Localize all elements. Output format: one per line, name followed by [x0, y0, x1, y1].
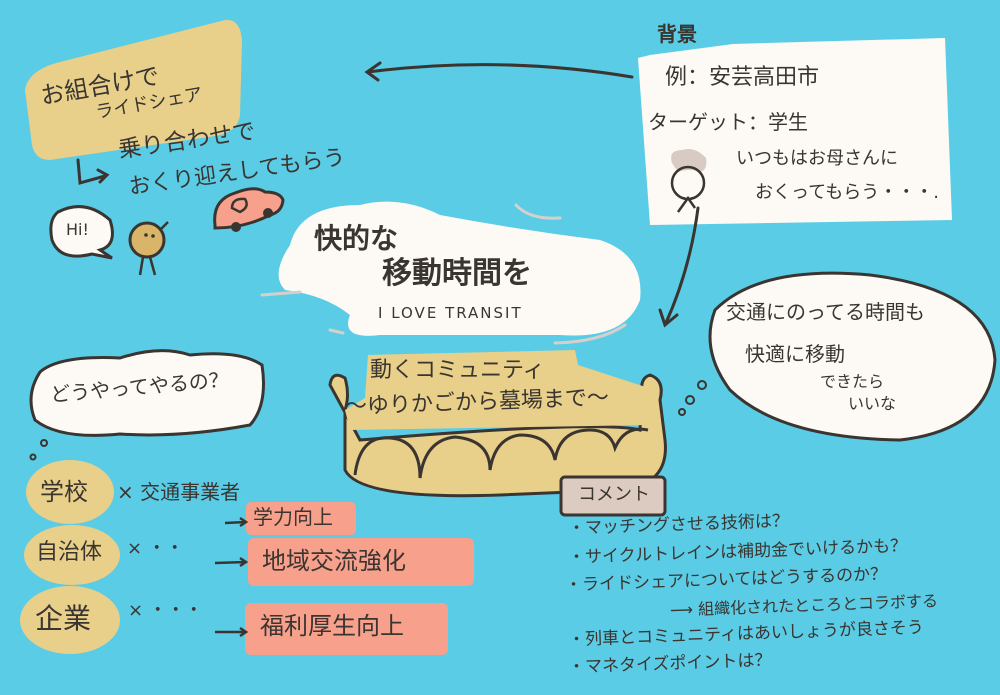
- background-quote: いつもはお母さんに: [736, 148, 898, 169]
- title-cloud: [278, 201, 641, 336]
- hi-text: Hi!: [66, 220, 89, 239]
- rideshare-box: [25, 19, 242, 161]
- result-text: 福利厚生向上: [260, 612, 404, 640]
- down-arrow-icon: [658, 206, 700, 328]
- result-box: [245, 603, 448, 655]
- wish-text: できたら: [820, 372, 885, 391]
- corner-arrow-icon: [76, 158, 110, 185]
- actor-oval: [20, 586, 120, 654]
- wish-text: いいな: [848, 394, 897, 413]
- actor-company: 企業: [35, 602, 92, 635]
- background-target: ターゲット：学生: [648, 110, 808, 134]
- tagline: I LOVE TRANSIT: [378, 304, 523, 322]
- result-text: 学力向上: [253, 505, 333, 529]
- partner-text: × 交通事業者: [117, 480, 241, 504]
- community-title: 動くコミュニティ: [370, 358, 545, 383]
- comment-label: コメント: [578, 484, 650, 505]
- car-icon: [213, 187, 285, 232]
- wish-thought-bubble: [708, 271, 997, 442]
- partner-text: × ・・・: [128, 600, 203, 621]
- hi-speech-bubble: [49, 205, 114, 260]
- waving-character-icon: [128, 221, 169, 276]
- main-title: 移動時間を: [382, 256, 532, 291]
- actor-oval: [26, 460, 114, 524]
- background-example: 例：安芸高田市: [665, 65, 820, 90]
- actor-oval: [24, 525, 120, 585]
- actor-school: 学校: [40, 478, 88, 506]
- result-text: 地域交流強化: [262, 547, 406, 575]
- question-cloud: [29, 349, 265, 437]
- actor-municipality: 自治体: [36, 540, 103, 565]
- wish-text: 快適に移動: [745, 342, 845, 366]
- background-quote: おくってもらう・・・.: [755, 182, 939, 203]
- result-box: [246, 502, 356, 535]
- partner-text: × ・・: [127, 538, 184, 559]
- top-arrow-icon: [364, 61, 634, 82]
- result-box: [248, 538, 474, 586]
- comment-label-box: [559, 475, 667, 517]
- main-title: 快的な: [314, 222, 399, 255]
- student-icon: [670, 149, 707, 213]
- wish-text: 交通にのってる時間も: [726, 300, 925, 324]
- community-banner: [345, 350, 655, 430]
- background-box: [638, 38, 952, 225]
- community-people-icon: [328, 373, 667, 498]
- background-label: 背景: [657, 22, 697, 46]
